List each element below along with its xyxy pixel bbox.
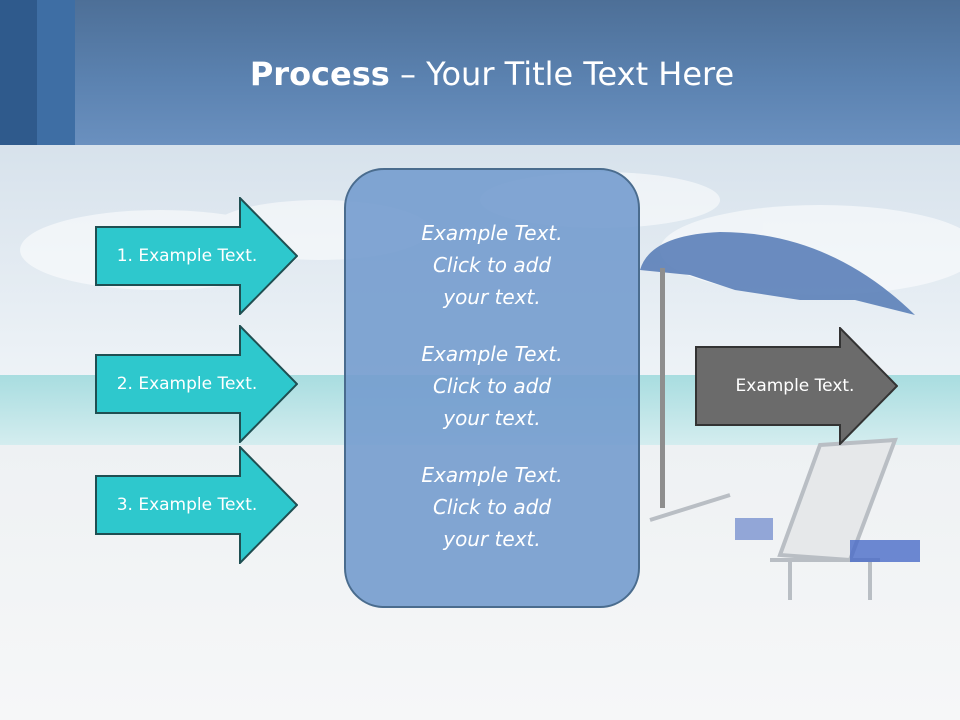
beach-chair (649, 437, 898, 600)
slide-title: Process – Your Title Text Here (0, 52, 960, 96)
result-arrow-label: Example Text. (735, 376, 855, 396)
center-text-box[interactable]: Example Text. Click to add your text. Ex… (344, 168, 640, 608)
center-item-3: Example Text. Click to add your text. (421, 463, 563, 551)
process-arrow-2[interactable]: 2. Example Text. (95, 325, 298, 443)
process-arrow-2-label: 2. Example Text. (116, 374, 258, 394)
header-stripe-mid (37, 0, 75, 145)
process-arrow-3[interactable]: 3. Example Text. (95, 446, 298, 564)
arrow-shape (95, 446, 298, 564)
arrow-shape (95, 197, 298, 315)
slide-title-rest: – Your Title Text Here (389, 55, 735, 93)
bag (735, 518, 773, 540)
towel (850, 540, 920, 562)
center-item-2: Example Text. Click to add your text. (421, 342, 563, 430)
process-arrow-3-label: 3. Example Text. (116, 495, 258, 515)
process-arrow-1[interactable]: 1. Example Text. (95, 197, 298, 315)
arrow-shape (95, 325, 298, 443)
arrow-shape (695, 327, 898, 445)
header-stripe-dark (0, 0, 37, 145)
center-item-1: Example Text. Click to add your text. (421, 221, 563, 309)
process-arrow-1-label: 1. Example Text. (116, 246, 258, 266)
header-band (0, 0, 960, 145)
umbrella (640, 232, 915, 508)
slide-title-bold: Process (249, 55, 390, 93)
result-arrow[interactable]: Example Text. (695, 327, 898, 445)
